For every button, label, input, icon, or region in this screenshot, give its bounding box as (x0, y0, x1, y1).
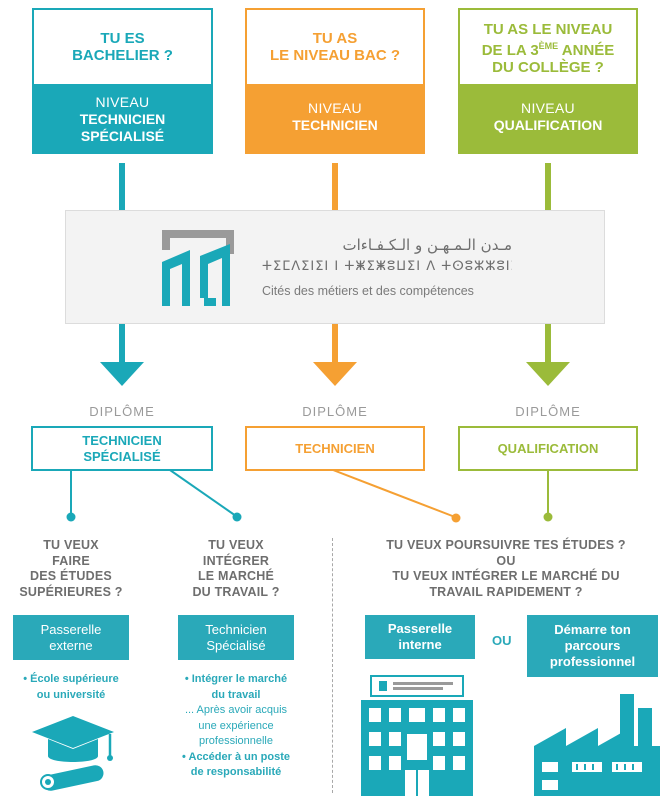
question-line: DE LA 3ÈME ANNÉE (481, 41, 615, 59)
question-line: TU AS (312, 30, 358, 47)
level-name: TECHNICIEN (292, 117, 378, 133)
ou-separator: OU (492, 633, 512, 648)
level-prefix: NIVEAU (521, 100, 575, 116)
logo-french-text: Cités des métiers et des compétences (262, 284, 474, 298)
question-box-3eme-annee: TU AS LE NIVEAU DE LA 3ÈME ANNÉE DU COLL… (458, 8, 638, 86)
arrow-down-orange-icon (313, 324, 357, 386)
diplome-label: DIPLÔME (302, 404, 368, 419)
question-line: DU COLLÈGE ? (492, 59, 604, 76)
connector-line-orange (332, 163, 338, 210)
connector-lines (66, 470, 553, 523)
question-line: TU AS LE NIVEAU (483, 21, 613, 38)
school-building-icon (361, 675, 473, 796)
arrow-down-green-icon (526, 324, 570, 386)
level-prefix: NIVEAU (308, 100, 362, 116)
level-name: SPÉCIALISÉ (80, 128, 165, 144)
question-box-bachelier: TU ES BACHELIER ? (32, 8, 213, 86)
question-line: BACHELIER ? (72, 47, 173, 64)
diplome-box-qualification: QUALIFICATION (458, 426, 638, 471)
arrow-down-teal-icon (100, 324, 144, 386)
cites-des-metiers-logo-icon (162, 230, 234, 306)
graduation-cap-icon (32, 716, 114, 791)
logo-arabic-text: مـدن الـمـهـن و الـكـفـاءات (342, 236, 513, 254)
level-box-technicien-specialise: NIVEAU TECHNICIEN SPÉCIALISÉ (32, 86, 213, 154)
connector-line-teal (119, 163, 125, 210)
level-name: QUALIFICATION (493, 117, 603, 133)
level-prefix: NIVEAU (95, 94, 150, 110)
question-line: TU ES (100, 30, 145, 47)
connector-line-green (545, 163, 551, 210)
level-name: TECHNICIEN (79, 111, 166, 127)
vertical-divider (332, 538, 333, 793)
diplome-box-technicien: TECHNICIEN (245, 426, 425, 471)
logo-tifinagh-text: ⵜⵉⵎⴷⵉⵏⵉⵏ ⵏ ⵜⵥⵉⵥⵓⵡⵉⵏ ⴷ ⵜⵙⵓⵣⵣⵓⵏⵉⵏ (262, 259, 512, 274)
diplome-label: DIPLÔME (515, 404, 581, 419)
note-integrer-marche: • Intégrer le marché du travail ... Aprè… (182, 673, 290, 778)
question-box-niveau-bac: TU AS LE NIVEAU BAC ? (245, 8, 425, 86)
logo-panel (65, 210, 605, 324)
question-line: LE NIVEAU BAC ? (269, 47, 400, 64)
level-box-qualification: NIVEAU QUALIFICATION (458, 86, 638, 154)
factory-icon (534, 694, 660, 796)
level-box-technicien: NIVEAU TECHNICIEN (245, 86, 425, 154)
diplome-label: DIPLÔME (89, 404, 155, 419)
